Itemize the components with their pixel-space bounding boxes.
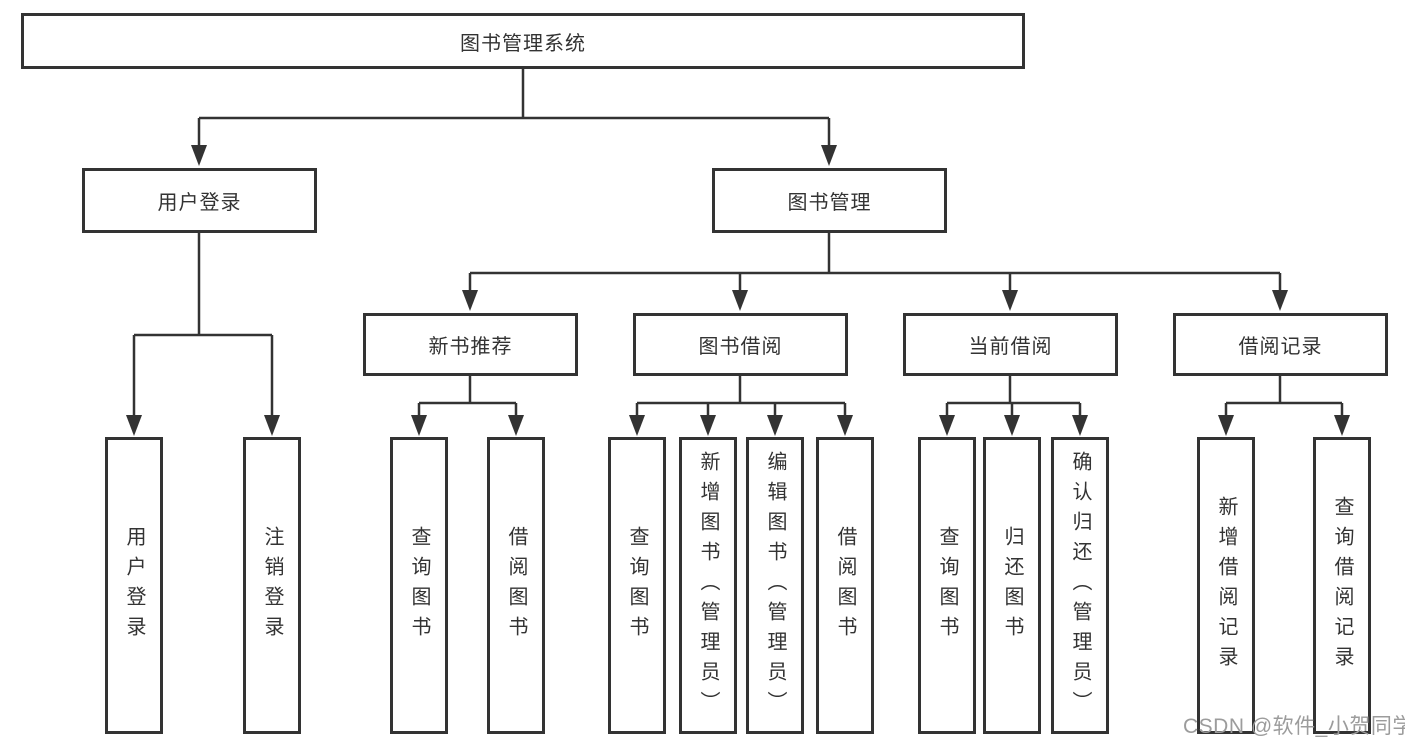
node-book-borrowing: 图书借阅 (633, 313, 848, 376)
leaf-recommend-query-books: 查询图书 (390, 437, 448, 734)
leaf-recommend-borrow-books: 借阅图书 (487, 437, 545, 734)
leaf-current-query-books: 查询图书 (918, 437, 976, 734)
csdn-watermark: CSDN @软件_小贺同学 (1183, 715, 1405, 738)
leaf-current-confirm-return-admin-label: 确认归还（管理员） (1069, 450, 1091, 721)
leaf-borrowing-edit-books-admin-label: 编辑图书（管理员） (764, 450, 786, 721)
node-current-borrowing-label: 当前借阅 (968, 336, 1053, 358)
node-root-system: 图书管理系统 (21, 13, 1025, 69)
node-book-management-label: 图书管理 (787, 192, 872, 214)
node-borrowing-records: 借阅记录 (1173, 313, 1388, 376)
connector-root-to-level2 (191, 69, 837, 166)
leaf-user-login-label: 用户登录 (123, 525, 145, 646)
node-new-book-recommend-label: 新书推荐 (428, 336, 513, 358)
node-user-login: 用户登录 (82, 168, 317, 233)
leaf-records-add-borrow-record: 新增借阅记录 (1197, 437, 1255, 734)
leaf-borrowing-query-books-label: 查询图书 (626, 525, 648, 646)
connector-new-book-recommend-to-leaves (411, 376, 524, 436)
node-user-login-label: 用户登录 (157, 192, 242, 214)
leaf-logout-label: 注销登录 (261, 525, 283, 646)
leaf-records-add-borrow-record-label: 新增借阅记录 (1215, 495, 1237, 676)
leaf-borrowing-borrow-books-label: 借阅图书 (834, 525, 856, 646)
leaf-user-login: 用户登录 (105, 437, 163, 734)
connector-current-borrowing-to-leaves (939, 376, 1088, 436)
connector-borrowing-records-to-leaves (1218, 376, 1350, 436)
connector-user-login-to-leaves (126, 233, 280, 436)
leaf-logout: 注销登录 (243, 437, 301, 734)
connector-book-borrowing-to-leaves (629, 376, 853, 436)
leaf-borrowing-query-books: 查询图书 (608, 437, 666, 734)
node-current-borrowing: 当前借阅 (903, 313, 1118, 376)
leaf-current-confirm-return-admin: 确认归还（管理员） (1051, 437, 1109, 734)
node-root-system-label: 图书管理系统 (460, 32, 586, 55)
leaf-current-query-books-label: 查询图书 (936, 525, 958, 646)
node-borrowing-records-label: 借阅记录 (1238, 336, 1323, 358)
leaf-recommend-borrow-books-label: 借阅图书 (505, 525, 527, 646)
node-book-borrowing-label: 图书借阅 (698, 336, 783, 358)
leaf-borrowing-add-books-admin-label: 新增图书（管理员） (697, 450, 719, 721)
leaf-current-return-books: 归还图书 (983, 437, 1041, 734)
leaf-borrowing-edit-books-admin: 编辑图书（管理员） (746, 437, 804, 734)
leaf-borrowing-borrow-books: 借阅图书 (816, 437, 874, 734)
leaf-records-query-borrow-record-label: 查询借阅记录 (1331, 495, 1353, 676)
leaf-borrowing-add-books-admin: 新增图书（管理员） (679, 437, 737, 734)
leaf-current-return-books-label: 归还图书 (1001, 525, 1023, 646)
leaf-recommend-query-books-label: 查询图书 (408, 525, 430, 646)
node-book-management: 图书管理 (712, 168, 947, 233)
node-new-book-recommend: 新书推荐 (363, 313, 578, 376)
connector-book-management-to-level3 (462, 233, 1288, 311)
leaf-records-query-borrow-record: 查询借阅记录 (1313, 437, 1371, 734)
